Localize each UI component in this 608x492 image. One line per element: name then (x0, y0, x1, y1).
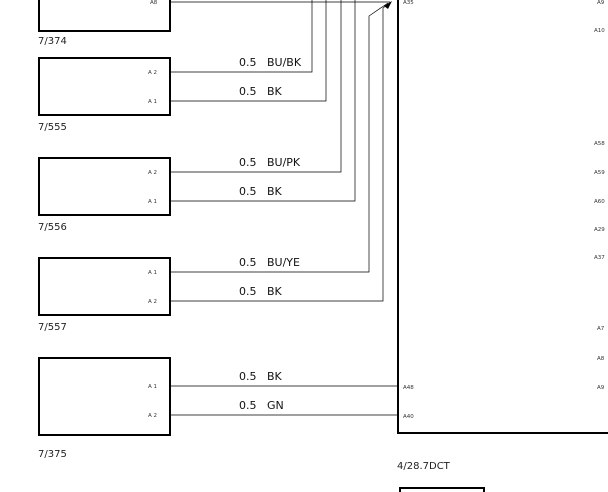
wire-color: BU/PK (267, 156, 301, 169)
component-7-556: A 2 A 1 7/556 (38, 157, 171, 233)
pin-label: A 1 (148, 99, 157, 105)
pin-label: A 2 (148, 413, 157, 419)
wire-size: 0.5 (239, 399, 257, 412)
component-box (38, 0, 171, 32)
wire-size: 0.5 (239, 85, 257, 98)
pin-label: A 1 (148, 270, 157, 276)
wire-color: BU/BK (267, 56, 302, 69)
component-box (38, 257, 171, 316)
component-7-555: A 2 A 1 7/555 (38, 57, 171, 133)
controller-box (397, 0, 608, 434)
controller-4-28-7dct: A35 A48 A40 A9 A10 A58 A59 A60 A29 A37 A… (384, 0, 608, 472)
pin-label: A59 (594, 170, 605, 176)
pin-label: A10 (594, 28, 605, 34)
wire-size: 0.5 (239, 370, 257, 383)
pin-label: A8 (150, 0, 158, 6)
wire-size: 0.5 (239, 56, 257, 69)
pin-label: A 2 (148, 70, 157, 76)
component-7-375: A 1 A 2 7/375 (38, 357, 171, 460)
wire (170, 0, 313, 73)
wire-color: GN (267, 399, 284, 412)
component-label: 7/555 (38, 122, 67, 133)
component-label: 7/556 (38, 222, 67, 233)
pin-label: A40 (403, 414, 414, 420)
component-label: 7/557 (38, 322, 67, 333)
pin-label: A60 (594, 199, 605, 205)
wire (170, 0, 356, 202)
wire-color: BU/YE (267, 256, 300, 269)
pin-label: A 2 (148, 170, 157, 176)
component-box (38, 157, 171, 216)
component-7-374: A8 7/374 (38, 0, 171, 47)
pin-label: A 1 (148, 384, 157, 390)
wire-size: 0.5 (239, 185, 257, 198)
component-7-557: A 1 A 2 7/557 (38, 257, 171, 333)
wire-color: BK (267, 285, 283, 298)
pin-label: A8 (597, 356, 605, 362)
wire-color: BK (267, 370, 283, 383)
component-box (38, 57, 171, 116)
wire-size: 0.5 (239, 156, 257, 169)
junction-arrow (384, 1, 392, 9)
wire-color: BK (267, 85, 283, 98)
pin-label: A7 (597, 326, 605, 332)
wire-size: 0.5 (239, 285, 257, 298)
pin-label: A 1 (148, 199, 157, 205)
pin-label: A9 (597, 385, 605, 391)
component-box (38, 357, 171, 436)
pin-label: A58 (594, 141, 605, 147)
pin-label: A 2 (148, 299, 157, 305)
wire (170, 0, 342, 173)
wire-color: BK (267, 185, 283, 198)
pin-label: A29 (594, 227, 605, 233)
pin-label: A48 (403, 385, 414, 391)
pin-label: A9 (597, 0, 605, 6)
controller-label: 4/28.7DCT (397, 461, 451, 472)
component-label: 7/374 (38, 36, 67, 47)
component-label: 7/375 (38, 449, 67, 460)
wire-size: 0.5 (239, 256, 257, 269)
wire (170, 2, 389, 273)
wire (170, 0, 327, 102)
pin-label: A37 (594, 255, 605, 261)
component-box-partial (399, 487, 485, 492)
pin-label: A35 (403, 0, 414, 6)
